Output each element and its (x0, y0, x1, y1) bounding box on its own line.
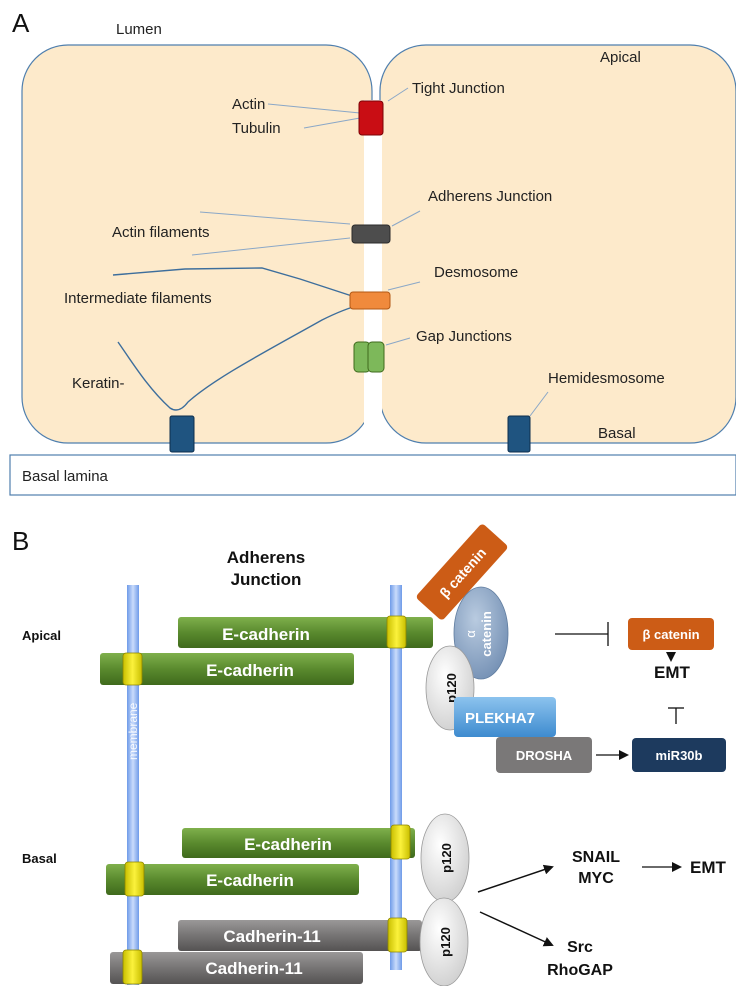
cadherin-11-bottom (110, 952, 363, 984)
membrane-left (127, 585, 139, 985)
gap-junctions-label: Gap Junctions (416, 328, 512, 345)
apical-label: Apical (600, 49, 641, 66)
lumen-label: Lumen (116, 21, 162, 38)
cadherin-11-label-1: Cadherin-11 (223, 927, 320, 946)
alpha-catenin-label-1: α (463, 630, 478, 638)
keratin-label: Keratin- (72, 375, 125, 392)
pointer-lines (191, 87, 549, 417)
cadherin-11-label-2: Cadherin-11 (205, 959, 302, 978)
hemidesmosome-right-shape (507, 415, 531, 453)
anchor-2 (122, 652, 143, 686)
anchor-6 (122, 949, 143, 985)
panel-b: B Adherens Junction Apical Basal membran… (12, 524, 727, 986)
e-cadherin-label-2: E-cadherin (206, 661, 294, 680)
anchor-5 (387, 917, 408, 953)
tight-junction-label: Tight Junction (412, 80, 505, 97)
cadherin-11-top (178, 920, 422, 951)
plekha7-box (454, 697, 556, 737)
desmosome-shape (349, 291, 391, 310)
e-cadherin-label-4: E-cadherin (206, 871, 294, 890)
p120-basal-bottom-shape (419, 897, 469, 986)
p120-basal-top-label: p120 (439, 843, 454, 873)
adherens-title-line2: Junction (231, 570, 302, 589)
anchor-4 (124, 861, 145, 897)
filament-lines (112, 267, 361, 411)
basal-lamina-box (9, 454, 736, 496)
actin-filaments-label: Actin filaments (112, 224, 210, 241)
src-label: Src (567, 939, 593, 956)
intermediate-filaments-label: Intermediate filaments (64, 290, 212, 307)
drosha-box (496, 737, 592, 773)
rhogap-label: RhoGAP (547, 962, 613, 979)
hemidesmosome-label: Hemidesmosome (548, 370, 665, 387)
panel-b-letter: B (12, 526, 29, 556)
beta-catenin-box (628, 618, 714, 650)
myc-label: MYC (578, 870, 614, 887)
basal-label-a: Basal (598, 425, 636, 442)
e-cadherin-apical-bottom (100, 653, 354, 685)
desmosome-label: Desmosome (434, 264, 518, 281)
adherens-junction-label: Adherens Junction (428, 188, 552, 205)
basal-lamina-label: Basal lamina (22, 468, 109, 485)
anchor-1 (386, 615, 407, 649)
membrane-right (390, 585, 402, 970)
inhibition-marks (555, 622, 684, 724)
emt-label-1: EMT (654, 663, 691, 682)
arrow-p120-to-src (479, 911, 554, 947)
alpha-catenin-shape (453, 586, 509, 680)
tubulin-label: Tubulin (232, 120, 281, 137)
emt-label-2: EMT (690, 858, 727, 877)
panel-a: A Lumen Basal lamina Apical Basal (9, 8, 736, 496)
e-cadherin-apical-top (178, 617, 433, 648)
mir30b-box (632, 738, 726, 772)
p120-apical-label: p120 (444, 673, 459, 703)
membrane-label: membrane (126, 702, 140, 760)
e-cadherin-basal-top (182, 828, 415, 858)
apical-label-b: Apical (22, 628, 61, 643)
arrow-p120-to-snail (477, 864, 554, 893)
anchor-3 (390, 824, 411, 860)
gap-junction-shape (353, 341, 385, 373)
plekha7-label: PLEKHA7 (465, 710, 535, 727)
e-cadherin-label-1: E-cadherin (222, 625, 310, 644)
mir30b-label: miR30b (656, 748, 703, 763)
hemidesmosome-left-shape (169, 415, 195, 453)
beta-catenin-label: β catenin (642, 627, 699, 642)
e-cadherin-label-3: E-cadherin (244, 835, 332, 854)
alpha-catenin-label-2: catenin (479, 611, 494, 657)
intercellular-space (364, 100, 382, 450)
tight-junction-shape (358, 100, 384, 136)
adherens-junction-shape (351, 224, 391, 244)
e-cadherin-basal-bottom (106, 864, 359, 895)
drosha-label: DROSHA (516, 748, 573, 763)
actin-label: Actin (232, 96, 265, 113)
p120-basal-bottom-label: p120 (438, 927, 453, 957)
panel-a-letter: A (12, 8, 30, 38)
basal-label-b: Basal (22, 851, 57, 866)
snail-label: SNAIL (572, 849, 620, 866)
adherens-title-line1: Adherens (227, 548, 305, 567)
